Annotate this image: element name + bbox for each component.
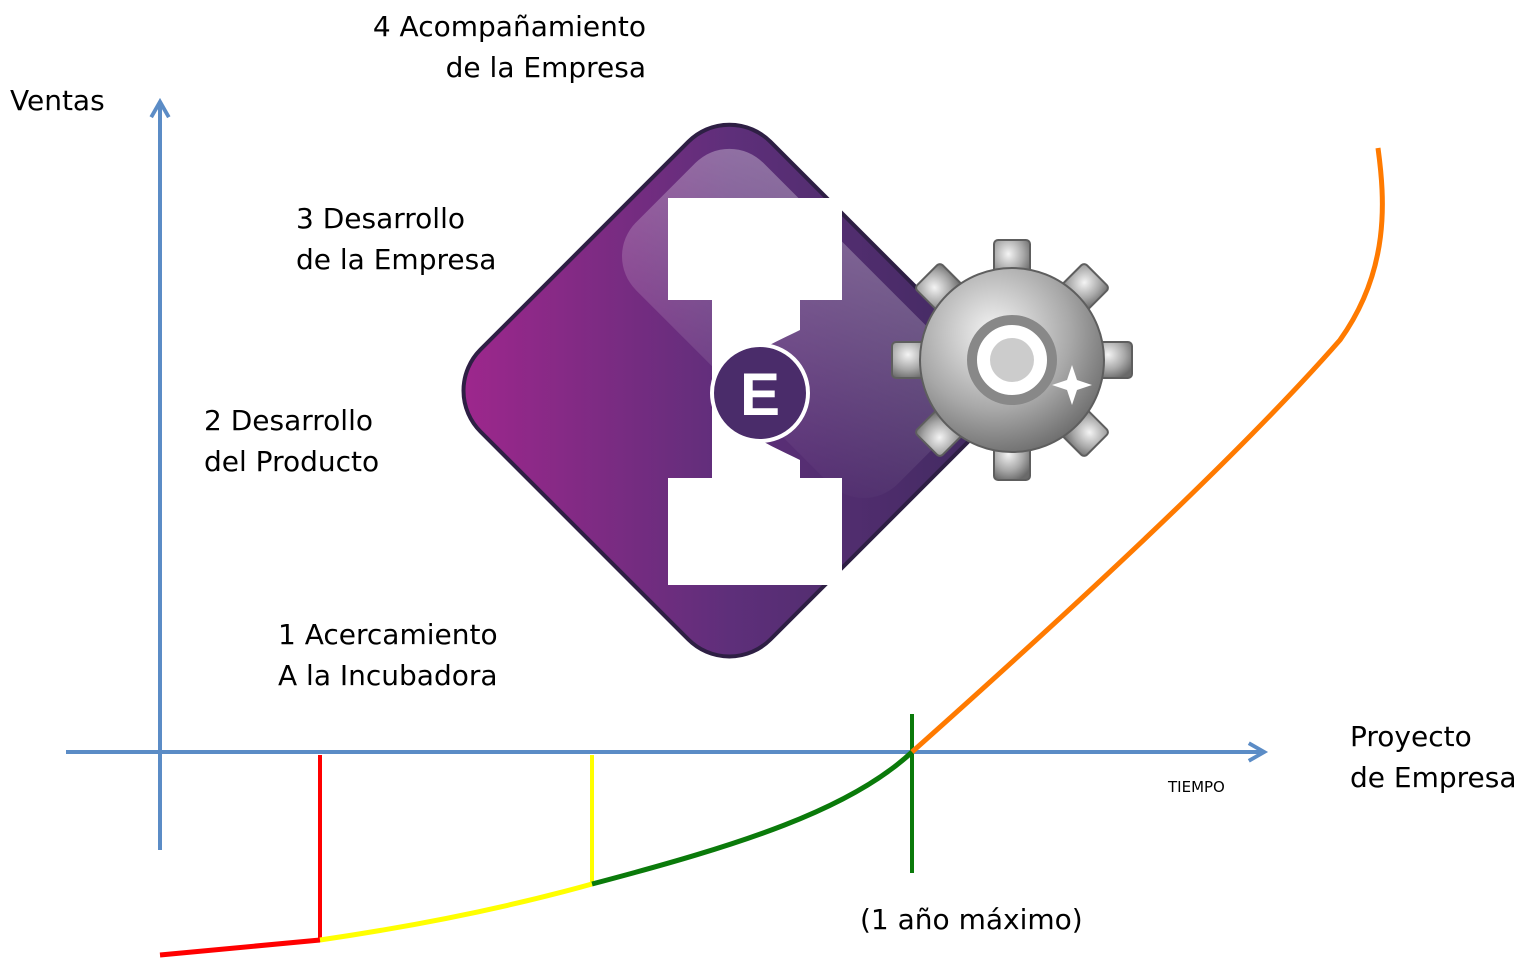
curve-stage4: [910, 147, 1385, 754]
x-axis-label: Proyecto de Empresa: [1350, 720, 1517, 794]
stage-1-label: 1 Acercamiento A la Incubadora: [278, 618, 498, 692]
stage-4-label: 4 Acompañamiento de la Empresa: [372, 10, 646, 84]
x-axis-sublabel: TIEMPO: [1168, 778, 1225, 796]
y-axis-label: Ventas: [10, 84, 105, 117]
curve-stage2: [319, 881, 593, 943]
logo-letter: E: [740, 361, 780, 428]
curve-stage3: [591, 750, 914, 887]
stage-2-label: 2 Desarrollo del Producto: [204, 404, 380, 478]
i-letter-shape: [668, 198, 842, 585]
gear-icon: [891, 239, 1133, 481]
deadline-note: (1 año máximo): [860, 903, 1083, 936]
logo-ie-gear: E: [461, 122, 998, 659]
curve-stage1: [159, 937, 321, 958]
stage-3-label: 3 Desarrollo de la Empresa: [296, 202, 497, 276]
